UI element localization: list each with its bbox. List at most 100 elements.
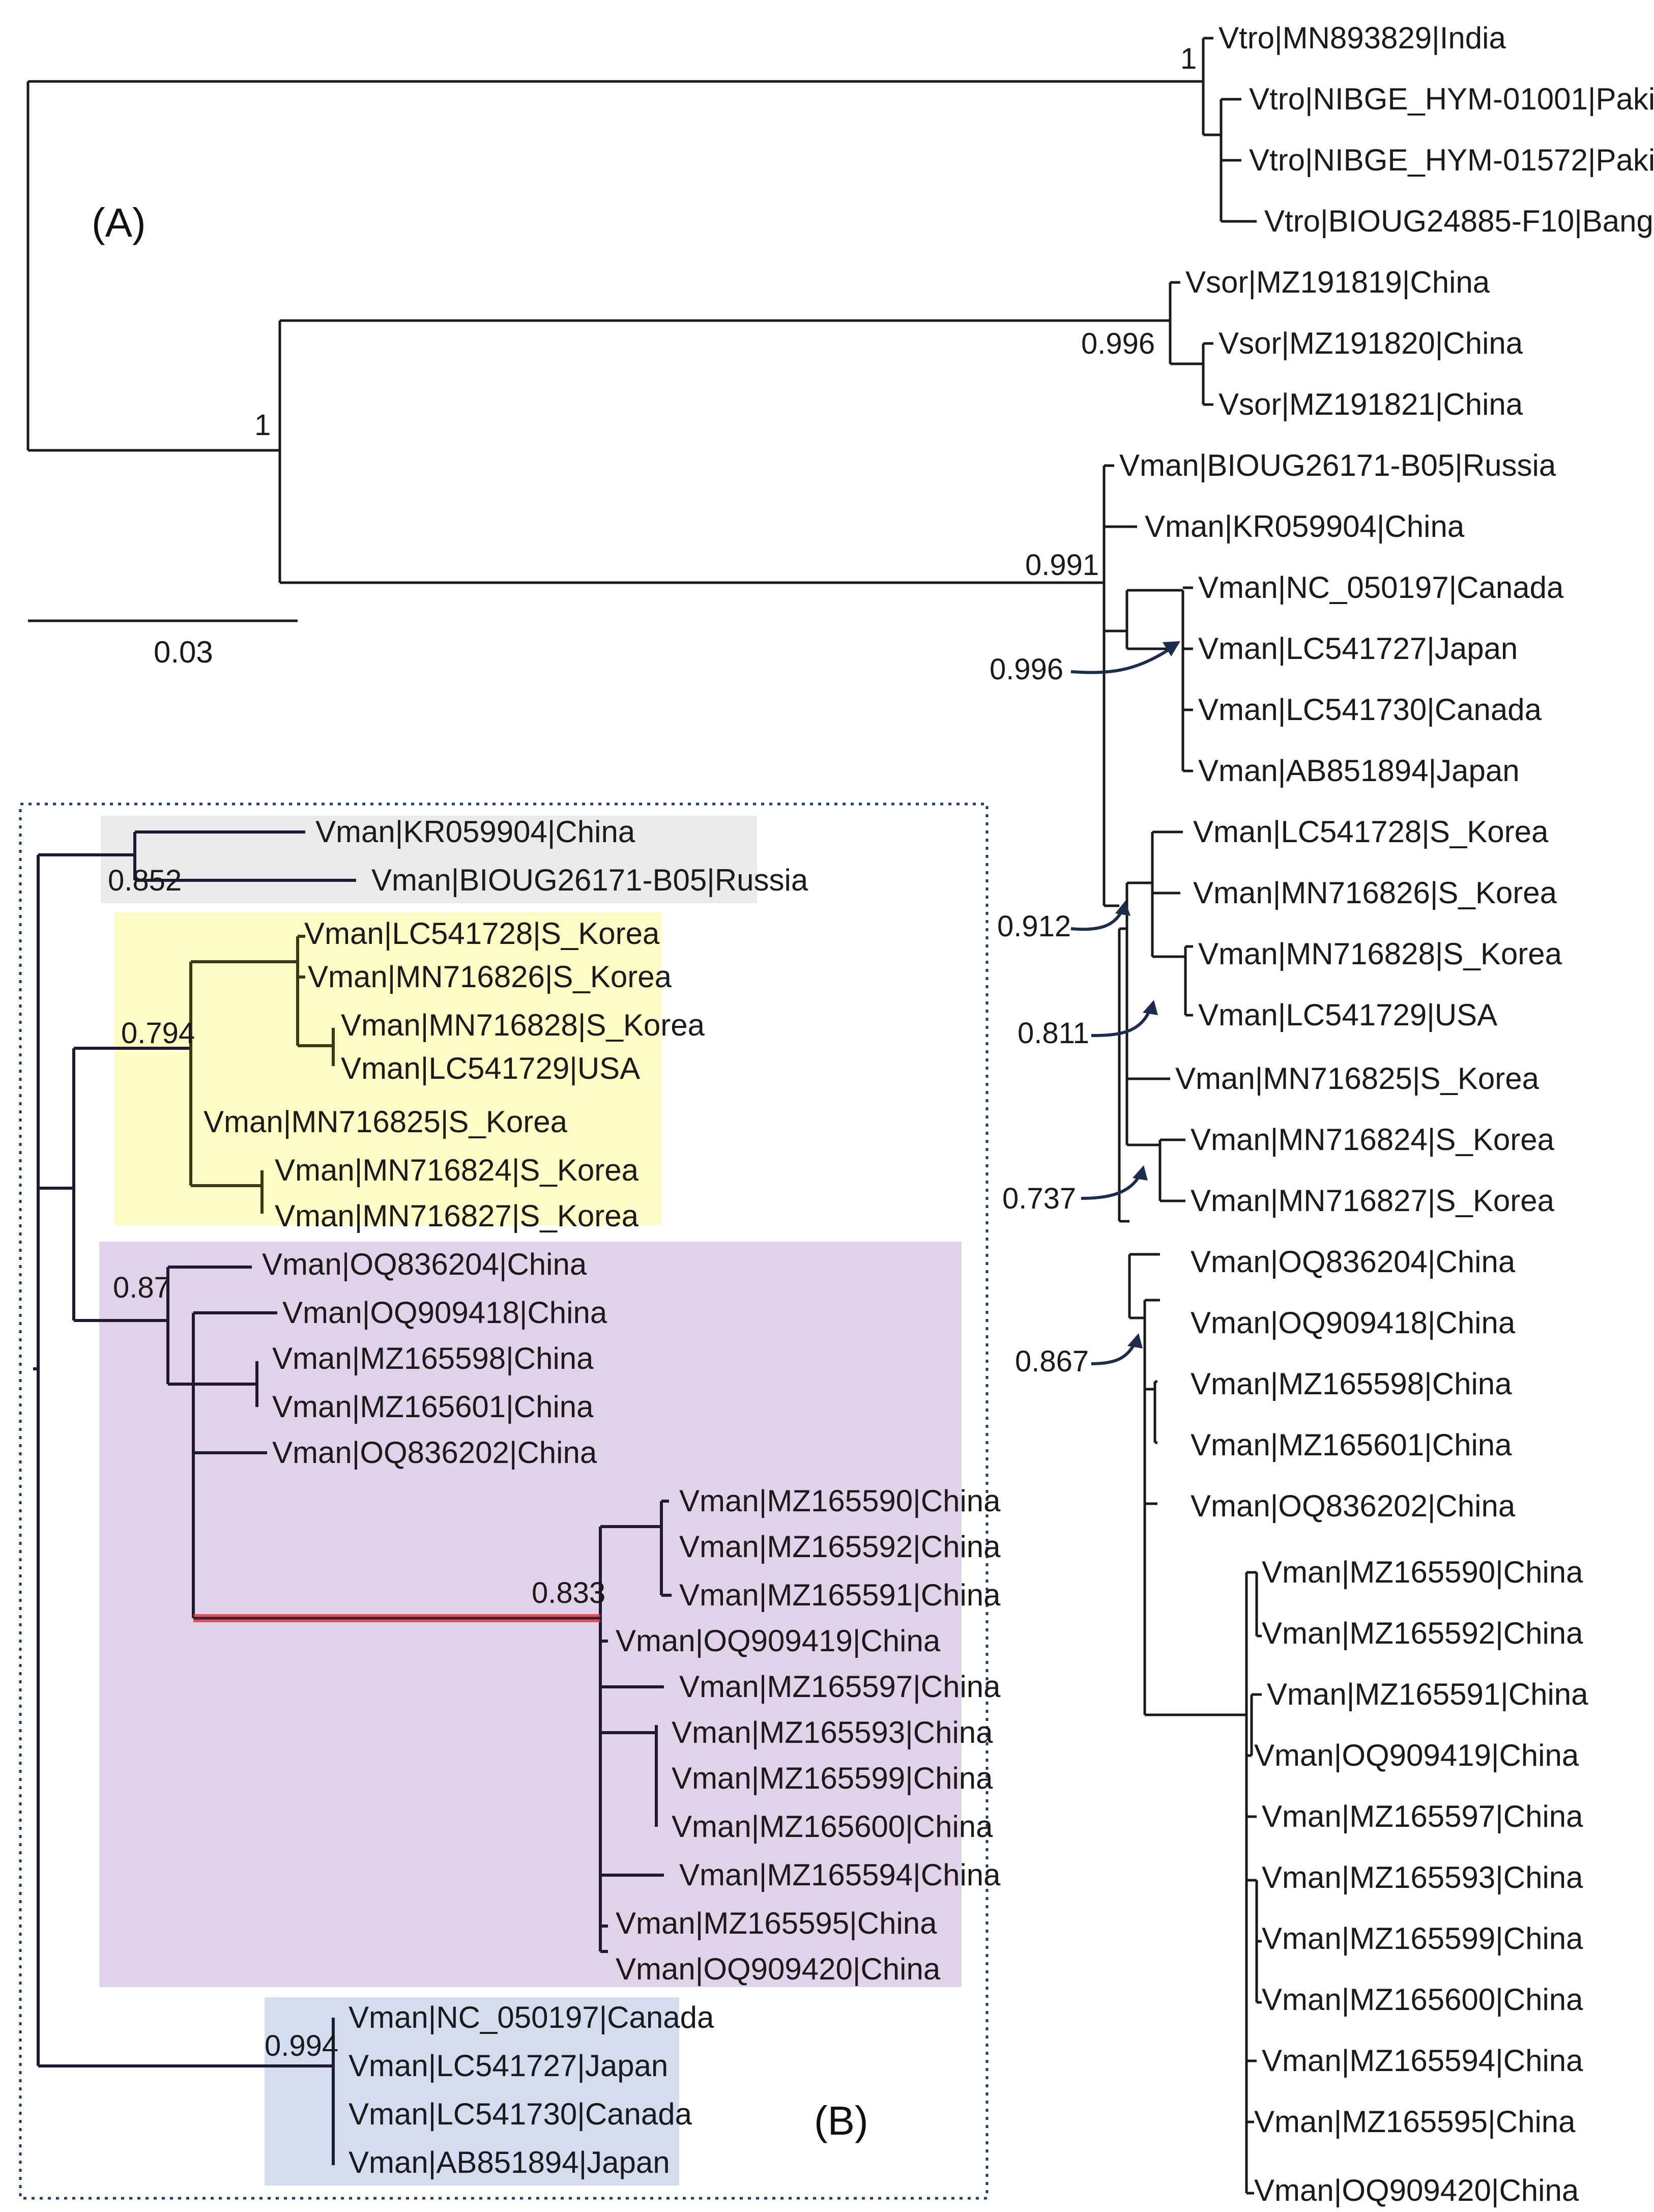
support-value: 0.996 (1081, 327, 1155, 360)
leaf-label: Vman|MZ165595|China (616, 1906, 937, 1940)
support-value: 0.833 (532, 1576, 605, 1610)
leaf-label: Vman|OQ836204|China (262, 1247, 587, 1281)
leaf-label: Vman|MZ165601|China (272, 1390, 594, 1424)
leaf-label: Vman|OQ836202|China (272, 1435, 597, 1470)
leaf-label: Vman|LC541730|Canada (1198, 693, 1542, 727)
leaf-label: Vman|MZ165597|China (679, 1670, 1001, 1704)
leaf-label: Vman|MZ165594|China (1262, 2044, 1583, 2078)
support-value: 0.737 (1002, 1182, 1076, 1215)
leaf-label: Vman|MN716828|S_Korea (1198, 937, 1562, 971)
leaf-label: Vman|MN716828|S_Korea (341, 1008, 705, 1042)
leaf-label: Vman|MZ165598|China (272, 1341, 594, 1375)
arrow-head (1143, 1000, 1158, 1015)
leaf-label: Vman|MZ165599|China (1262, 1921, 1583, 1956)
leaf-label: Vman|KR059904|China (315, 815, 635, 849)
leaf-label: Vman|MN716824|S_Korea (1191, 1123, 1555, 1157)
yellow-clade-box (114, 912, 661, 1225)
leaf-label: Vman|MZ165601|China (1191, 1428, 1512, 1462)
leaf-label: Vman|MN716824|S_Korea (275, 1153, 639, 1187)
leaf-label: Vtro|MN893829|India (1218, 21, 1506, 55)
leaf-label: Vman|MZ165593|China (1262, 1860, 1583, 1894)
arrow-head (1127, 1333, 1143, 1348)
leaf-label: Vman|NC_050197|Canada (1198, 570, 1564, 605)
support-value: 0.867 (1015, 1345, 1089, 1378)
arrow-head (1163, 641, 1180, 656)
leaf-label: Vsor|MZ191820|China (1218, 326, 1523, 360)
leaf-label: Vman|MZ165592|China (1262, 1616, 1583, 1650)
leaf-label: Vman|MZ165594|China (679, 1858, 1001, 1892)
leaf-label: Vman|MZ165590|China (1262, 1555, 1583, 1589)
support-value: 0.87 (113, 1271, 170, 1304)
leaf-label: Vman|AB851894|Japan (349, 2145, 670, 2179)
panel-b-branches (33, 830, 672, 2165)
arrow-head (1115, 901, 1130, 916)
leaf-label: Vman|MZ165591|China (679, 1578, 1001, 1612)
leaf-label: Vman|OQ909418|China (282, 1296, 607, 1330)
leaf-label: Vman|KR059904|China (1145, 509, 1465, 543)
support-value: 0.811 (1018, 1017, 1089, 1050)
leaf-label: Vman|MN716827|S_Korea (1191, 1184, 1555, 1218)
leaf-label: Vman|AB851894|Japan (1198, 754, 1520, 788)
leaf-label: Vman|MN716826|S_Korea (1193, 876, 1557, 910)
gray-clade-box (101, 816, 757, 903)
leaf-label: Vman|OQ909420|China (1254, 2173, 1579, 2207)
panel-a-supports: 1 1 0.996 0.991 0.996 0.912 0.811 0.737 … (254, 42, 1197, 1378)
arrow (1070, 910, 1123, 931)
support-value: 0.994 (265, 2029, 338, 2062)
leaf-label: Vman|BIOUG26171-B05|Russia (1119, 448, 1556, 482)
leaf-label: Vman|LC541727|Japan (349, 2049, 668, 2083)
leaf-label: Vman|MZ165593|China (672, 1715, 993, 1749)
leaf-label: Vtro|BIOUG24885-F10|Bangladesh (1264, 204, 1654, 238)
leaf-label: Vman|LC541729|USA (1198, 998, 1497, 1032)
arrow-head (1133, 1165, 1148, 1181)
leaf-label: Vman|MZ165591|China (1267, 1677, 1588, 1711)
leaf-label: Vman|LC541728|S_Korea (304, 916, 660, 951)
leaf-label: Vman|OQ909418|China (1191, 1306, 1516, 1340)
panel-a: 0.03 (A) Vtro|MN893829|India Vtro|NIBGE_… (26, 21, 1654, 2207)
leaf-label: Vtro|NIBGE_HYM-01001|Pakistan (1249, 82, 1654, 116)
leaf-label: Vman|OQ836204|China (1191, 1245, 1516, 1279)
arrow (1091, 1342, 1136, 1365)
leaf-label: Vman|MZ165600|China (672, 1809, 993, 1844)
leaf-label: Vman|LC541728|S_Korea (1193, 815, 1549, 849)
leaf-label: Vman|LC541729|USA (341, 1051, 640, 1085)
leaf-label: Vsor|MZ191821|China (1218, 387, 1523, 421)
leaf-label: Vsor|MZ191819|China (1185, 265, 1490, 299)
arrow (1091, 1009, 1151, 1037)
arrow (1070, 647, 1171, 674)
support-arrows (1070, 647, 1171, 1365)
leaf-label: Vman|MN716826|S_Korea (308, 960, 672, 994)
leaf-label: Vtro|NIBGE_HYM-01572|Pakistan (1249, 143, 1654, 177)
leaf-label: Vman|OQ909419|China (1254, 1738, 1579, 1772)
panel-b-frame (19, 802, 989, 2200)
leaf-label: Vman|LC541727|Japan (1198, 631, 1518, 666)
panel-b-supports: 0.852 0.794 0.87 0.833 0.994 (108, 864, 605, 2062)
leaf-label: Vman|OQ909419|China (616, 1624, 941, 1658)
leaf-label: Vman|MZ165590|China (679, 1484, 1001, 1518)
leaf-label: Vman|MZ165592|China (679, 1530, 1001, 1564)
support-value: 0.991 (1025, 549, 1099, 582)
support-value: 0.996 (990, 653, 1063, 686)
leaf-label: Vman|NC_050197|Canada (349, 2000, 714, 2034)
support-value: 0.794 (121, 1017, 195, 1050)
support-value: 1 (1180, 42, 1197, 75)
leaf-label: Vman|LC541730|Canada (349, 2097, 692, 2131)
support-value: 0.912 (997, 910, 1071, 943)
panel-a-label: (A) (92, 200, 146, 245)
leaf-label: Vman|MZ165595|China (1254, 2105, 1576, 2139)
arrow-heads (1115, 641, 1180, 1348)
panel-b-leaves: Vman|KR059904|China Vman|BIOUG26171-B05|… (204, 815, 1001, 2179)
leaf-label: Vman|MZ165600|China (1262, 1983, 1583, 2017)
panel-a-leaves: Vtro|MN893829|India Vtro|NIBGE_HYM-01001… (1119, 21, 1654, 2207)
leaf-label: Vman|MN716825|S_Korea (204, 1105, 568, 1139)
leaf-label: Vman|OQ836202|China (1191, 1489, 1516, 1523)
scale-label: 0.03 (154, 635, 213, 669)
panel-b: Vman|KR059904|China Vman|BIOUG26171-B05|… (19, 802, 1001, 2200)
leaf-label: Vman|BIOUG26171-B05|Russia (371, 863, 808, 897)
leaf-label: Vman|MZ165597|China (1262, 1799, 1583, 1833)
leaf-label: Vman|MN716827|S_Korea (275, 1199, 639, 1233)
leaf-label: Vman|OQ909420|China (616, 1952, 941, 1986)
leaf-label: Vman|MZ165599|China (672, 1761, 993, 1795)
leaf-label: Vman|MN716825|S_Korea (1175, 1061, 1540, 1096)
